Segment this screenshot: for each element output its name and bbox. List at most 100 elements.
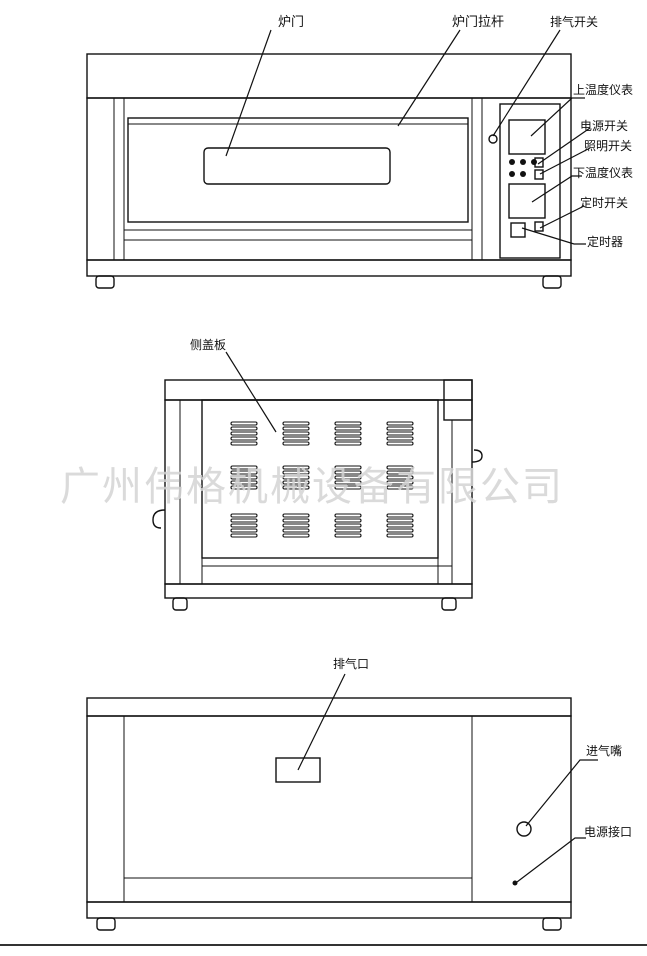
side-vent <box>230 513 258 538</box>
side-vent <box>282 421 310 446</box>
label-light-switch: 照明开关 <box>584 139 632 153</box>
vent-slot <box>230 513 258 518</box>
leader-door <box>225 29 272 157</box>
label-exhaust-port: 排气口 <box>333 656 369 671</box>
vent-slot <box>386 523 414 528</box>
vent-slot <box>230 421 258 426</box>
vent-slot <box>386 470 414 475</box>
vent-slot <box>230 480 258 485</box>
vent-slot <box>282 465 310 470</box>
upper-temp-meter-display <box>508 119 546 155</box>
vent-slot <box>230 533 258 538</box>
vent-slot <box>386 513 414 518</box>
watermark-text: 广州伟格机械设备有限公司 <box>60 464 564 510</box>
vent-slot <box>334 523 362 528</box>
leader-gas-inlet <box>525 759 598 827</box>
vent-slot <box>282 485 310 490</box>
rear-foot-left <box>96 917 116 931</box>
leader-exhaust-port <box>297 673 346 771</box>
control-panel <box>499 103 561 259</box>
side-top-panel <box>164 379 473 401</box>
vent-slot <box>386 465 414 470</box>
side-foot-left <box>172 597 188 611</box>
side-view: 侧盖板 <box>152 338 483 611</box>
side-handle-right <box>471 449 483 463</box>
vent-slot <box>282 528 310 533</box>
vent-slot <box>230 485 258 490</box>
vent-slot <box>282 513 310 518</box>
vent-slot <box>230 426 258 431</box>
leader-side-cover <box>225 351 277 433</box>
vent-slot <box>386 533 414 538</box>
vent-slot <box>230 431 258 436</box>
leader-upper-temp <box>530 97 585 137</box>
lower-temp-meter-display <box>508 183 546 219</box>
side-vent <box>334 465 362 490</box>
front-top-panel <box>86 53 572 99</box>
vent-slot <box>282 523 310 528</box>
side-vents <box>230 421 414 538</box>
leader-timer <box>521 227 586 245</box>
label-door-handle: 炉门拉杆 <box>452 15 504 30</box>
exhaust-port <box>275 757 321 783</box>
light-switch <box>534 169 544 180</box>
label-upper-temp-meter: 上温度仪表 <box>573 82 633 97</box>
vent-slot <box>282 436 310 441</box>
side-foot-right <box>441 597 457 611</box>
rear-foot-right <box>542 917 562 931</box>
vent-slot <box>386 426 414 431</box>
rear-view: 排气口 进气嘴 电源接口 <box>86 656 632 931</box>
vent-slot <box>282 441 310 446</box>
vent-slot <box>386 528 414 533</box>
vent-slot <box>282 421 310 426</box>
vent-slot <box>282 480 310 485</box>
leader-lower-temp <box>531 175 582 203</box>
vent-slot <box>334 431 362 436</box>
vent-slot <box>282 431 310 436</box>
vent-slot <box>334 480 362 485</box>
side-vent <box>386 513 414 538</box>
vent-slot <box>230 441 258 446</box>
vent-slot <box>230 528 258 533</box>
leader-light-switch <box>539 147 591 175</box>
side-vent <box>386 421 414 446</box>
vent-slot <box>230 436 258 441</box>
side-handle-left <box>152 509 166 529</box>
side-vent <box>282 513 310 538</box>
vent-slot <box>334 533 362 538</box>
label-timer: 定时器 <box>587 234 623 249</box>
oven-door <box>127 117 469 223</box>
side-vent <box>334 513 362 538</box>
vent-slot <box>386 485 414 490</box>
vent-slot <box>230 465 258 470</box>
side-base <box>164 583 473 599</box>
vent-slot <box>334 470 362 475</box>
vent-slot <box>334 426 362 431</box>
vent-slot <box>334 465 362 470</box>
vent-slot <box>386 518 414 523</box>
door-window <box>203 147 391 185</box>
front-base <box>86 259 572 277</box>
side-vent <box>386 465 414 490</box>
power-port <box>512 880 518 886</box>
front-foot-right <box>542 275 562 289</box>
label-gas-inlet: 进气嘴 <box>586 743 622 758</box>
side-vent <box>282 465 310 490</box>
front-body <box>86 97 572 261</box>
vent-slot <box>334 475 362 480</box>
vent-slot <box>386 421 414 426</box>
vent-switch-knob <box>488 134 498 144</box>
label-power-port: 电源接口 <box>584 824 632 839</box>
label-power-switch: 电源开关 <box>580 119 628 133</box>
label-door: 炉门 <box>278 15 304 30</box>
vent-slot <box>334 436 362 441</box>
front-view: 炉门 炉门拉杆 排气开关 上温度仪表 电源开关 照明开关 下温度仪表 定时开关 … <box>86 14 633 289</box>
leader-timer-switch <box>539 205 585 229</box>
vent-slot <box>334 485 362 490</box>
side-vent <box>230 421 258 446</box>
vent-slot <box>282 426 310 431</box>
vent-slot <box>386 441 414 446</box>
vent-slot <box>230 475 258 480</box>
